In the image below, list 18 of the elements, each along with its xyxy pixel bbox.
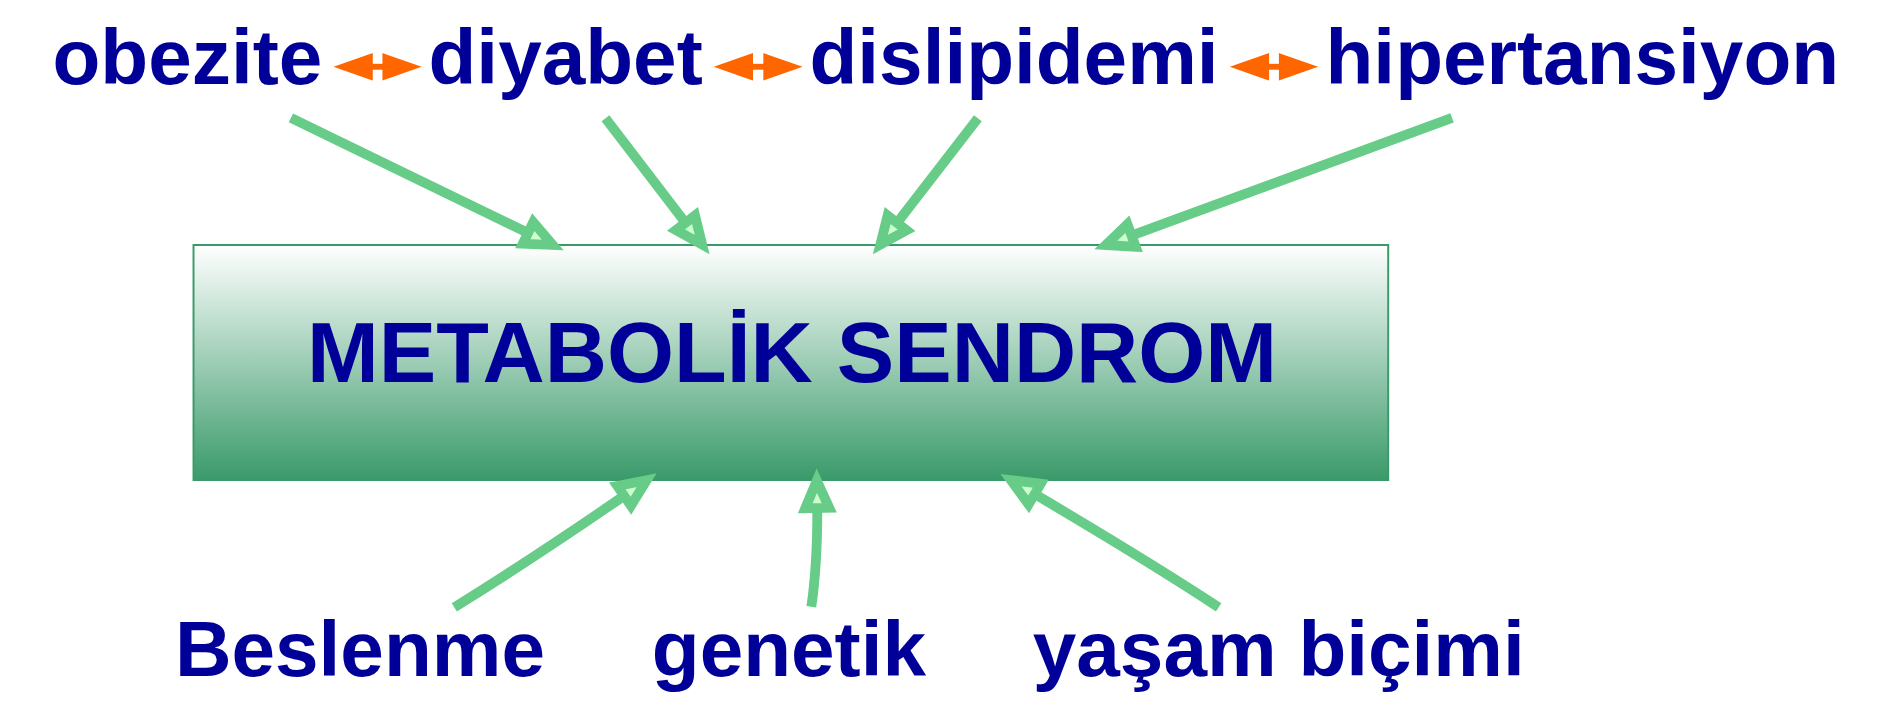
arrow [1229, 53, 1319, 81]
node-text: Beslenme [174, 604, 545, 693]
node-text: diyabet [428, 13, 703, 102]
arrow [451, 473, 657, 612]
arrow [797, 468, 837, 608]
node-text: dislipidemi [809, 13, 1219, 102]
arrow [1000, 474, 1222, 612]
arrow [872, 115, 982, 255]
node-text: yaşam biçimi [1032, 604, 1525, 693]
node-text: genetik [651, 604, 927, 693]
arrow [601, 115, 710, 255]
node-text: obezite [52, 13, 323, 102]
arrow [713, 53, 803, 81]
node-text: hipertansiyon [1325, 13, 1840, 102]
arrow [288, 113, 564, 251]
arrow [1094, 113, 1454, 253]
node-box: METABOLİK SENDROM [192, 244, 1390, 481]
arrow [333, 53, 422, 81]
